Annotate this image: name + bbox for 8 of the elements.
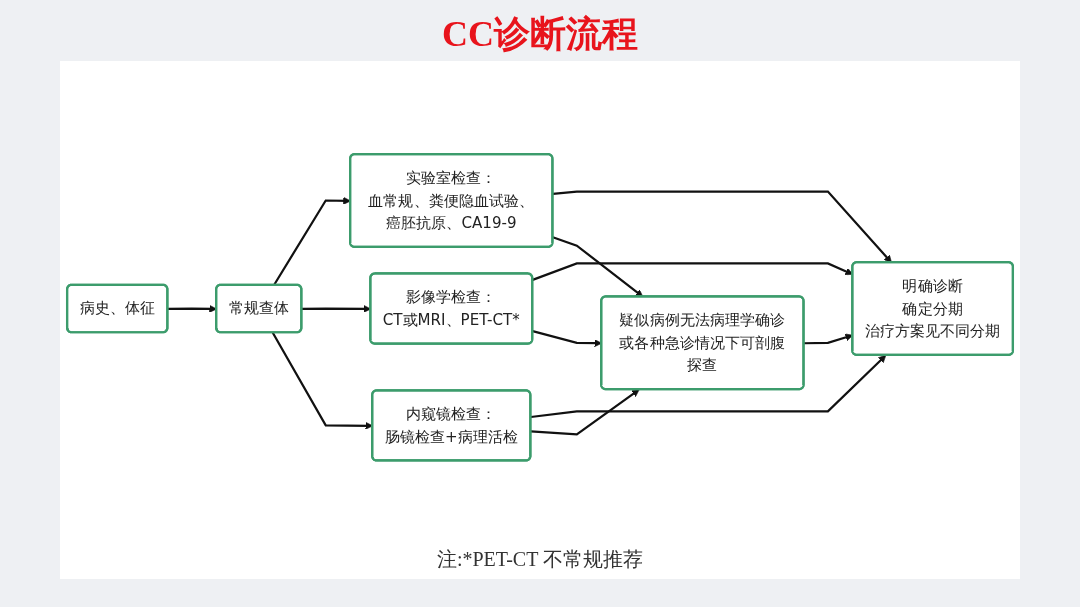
title: CC诊断流程 [442, 14, 638, 56]
panel-background: 病史、体征 常规查体 实验室检查： 血常规、粪便隐血试验、癌胚抗原、CA19-9 影像学检查： CT或MRI、PET-CT* 内窥镜检查： 肠镜检查+病理活检 疑似病例无法病理学确诊或各种急诊情况下可剖腹探查 明确诊断 确定分期 治疗方案见不同分期 注:*PET-CT 不常规推荐 [60, 61, 1020, 579]
arrow [530, 389, 640, 436]
arrow [530, 355, 887, 419]
arrow [271, 332, 373, 431]
arrow [167, 305, 217, 314]
arrow [532, 330, 602, 348]
note: 注:*PET-CT 不常规推荐 [436, 547, 644, 572]
